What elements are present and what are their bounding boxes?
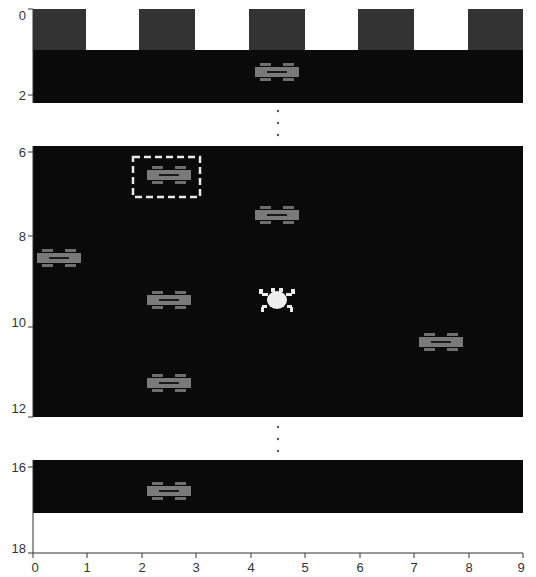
road-panel: [33, 50, 523, 103]
axis-lines: [28, 9, 523, 558]
axis-tick-label: 7: [410, 561, 417, 574]
road-panel: [33, 146, 523, 417]
axis-tick-label: 0: [31, 561, 38, 574]
axis-tick-label: 0: [19, 9, 26, 22]
axis-tick-label: 8: [465, 561, 472, 574]
axis-tick-label: 12: [12, 402, 26, 415]
car: [37, 249, 81, 267]
frog: [259, 288, 295, 312]
axis-tick-label: 16: [12, 461, 26, 474]
car: [147, 166, 191, 184]
axis-tick-label: 18: [12, 542, 26, 555]
car: [255, 206, 299, 224]
goal-row: [33, 9, 523, 50]
car: [147, 482, 191, 500]
car: [255, 63, 299, 81]
axis-tick-label: 3: [192, 561, 199, 574]
axis-tick-label: 10: [12, 316, 26, 329]
axis-tick-label: 4: [247, 561, 254, 574]
car: [147, 374, 191, 392]
axis-tick-label: 2: [19, 89, 26, 102]
road-panel: [33, 460, 523, 513]
axis-tick-label: 2: [138, 561, 145, 574]
start-row: [33, 513, 523, 553]
highlight-box: [133, 157, 200, 197]
axis-tick-label: 6: [19, 146, 26, 159]
axis-tick-label: 9: [517, 561, 524, 574]
car: [147, 291, 191, 309]
axis-tick-label: 6: [356, 561, 363, 574]
axis-tick-label: 5: [301, 561, 308, 574]
car: [419, 333, 463, 351]
axis-tick-label: 1: [83, 561, 90, 574]
axis-tick-label: 8: [19, 230, 26, 243]
